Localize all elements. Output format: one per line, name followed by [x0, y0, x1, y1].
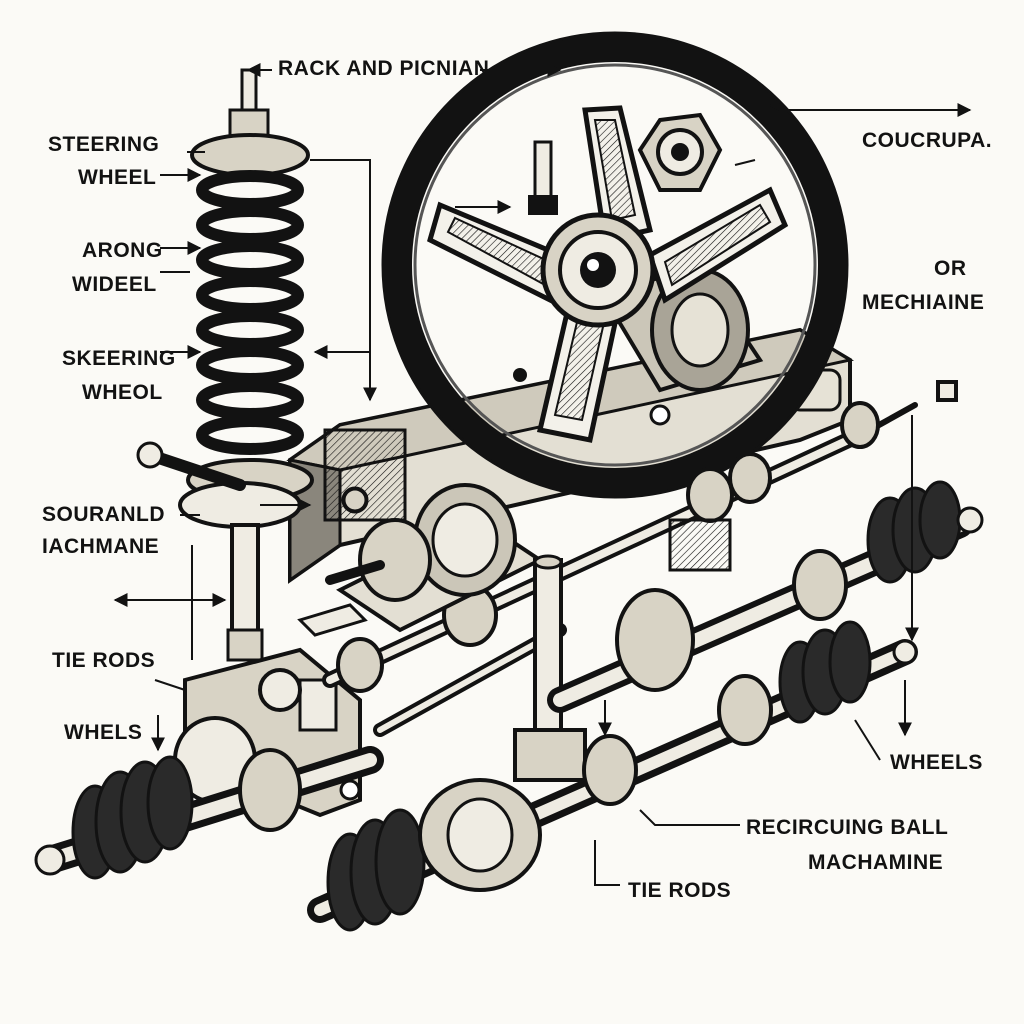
left-drive-shaft — [34, 746, 384, 880]
middle-axle — [547, 480, 984, 713]
label-souranld-line2: IACHMANE — [42, 535, 160, 558]
label-whels: WHELS — [64, 721, 143, 744]
label-skeering-line1: SKEERING — [62, 347, 176, 370]
label-mechiaine: MECHIAINE — [862, 291, 985, 314]
label-skeering-line2: WHEOL — [82, 381, 163, 404]
right-drive-shaft — [307, 620, 918, 932]
label-steering-wheel-line1: STEERING — [48, 133, 160, 156]
star-knob — [637, 112, 723, 192]
label-or: OR — [934, 257, 967, 280]
label-coucrupa: COUCRUPA. — [862, 129, 993, 152]
label-recircuing-line1: RECIRCUING BALL — [746, 816, 949, 839]
pinion-assembly — [297, 483, 544, 637]
label-arong-wideel-line1: ARONG — [82, 239, 163, 262]
label-recircuing-line2: MACHAMINE — [808, 851, 944, 874]
coil-spring-strut — [136, 68, 314, 662]
steering-column — [596, 267, 842, 412]
steering-wheel — [381, 31, 849, 499]
label-steering-wheel-line2: WHEEL — [78, 166, 157, 189]
bolt — [528, 140, 558, 215]
leader-lines — [113, 63, 972, 886]
label-wheels-right: WHEELS — [890, 751, 983, 774]
label-tie-rods-left: TIE RODS — [52, 649, 156, 672]
label-tie-rods-bottom: TIE RODS — [628, 879, 732, 902]
vertical-post — [513, 554, 587, 782]
label-souranld-line1: SOURANLD — [42, 503, 165, 526]
label-rack-and-pinion: RACK AND PICNIAN — [278, 57, 490, 80]
label-arong-wideel-line2: WIDEEL — [72, 273, 157, 296]
